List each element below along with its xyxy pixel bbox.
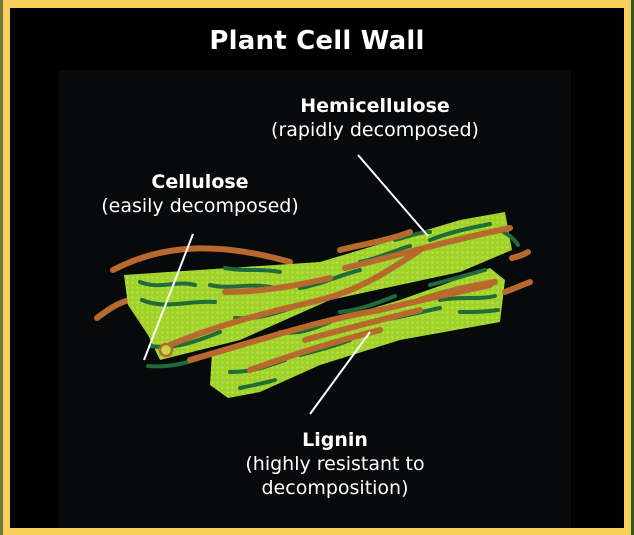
hemicellulose-pointer xyxy=(357,154,429,237)
lignin-pointer xyxy=(309,331,371,415)
cellulose-cross-section xyxy=(158,342,174,358)
hemicellulose-label: Hemicellulose (rapidly decomposed) xyxy=(190,94,560,142)
cellulose-name: Cellulose xyxy=(151,171,249,193)
lignin-label: Lignin (highly resistant to decompositio… xyxy=(215,428,455,500)
hemicellulose-name: Hemicellulose xyxy=(300,95,450,117)
lignin-strand xyxy=(94,297,133,321)
lignin-strands xyxy=(167,225,533,373)
lignin-description-line1: (highly resistant to xyxy=(245,453,425,475)
diagram-title: Plant Cell Wall xyxy=(209,26,425,56)
lignin-name: Lignin xyxy=(302,429,368,451)
lignin-description-line2: decomposition) xyxy=(261,477,409,499)
cellulose-description: (easily decomposed) xyxy=(101,195,299,217)
cellulose-label: Cellulose (easily decomposed) xyxy=(50,170,350,218)
hemicellulose-description: (rapidly decomposed) xyxy=(271,119,479,141)
lignin-strand xyxy=(110,245,293,273)
cellulose-pointer xyxy=(143,233,194,361)
